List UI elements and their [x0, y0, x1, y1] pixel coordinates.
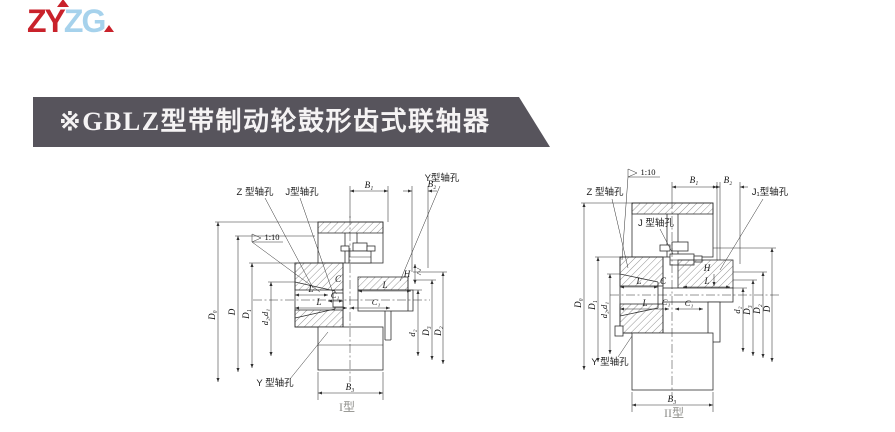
- dim-label-c1-left: C₁: [331, 290, 340, 300]
- z-bore-label: Z 型轴孔: [237, 186, 274, 198]
- taper-flag: 1:10: [621, 167, 660, 261]
- dim-label-h: H: [703, 263, 711, 273]
- z-bore-label: Z 型轴孔: [587, 186, 624, 198]
- company-logo: ZYZG: [27, 0, 114, 39]
- dim-label-c1-b: C₁: [685, 298, 694, 308]
- logo-caret-icon: [57, 0, 69, 7]
- diagram-caption-type1: I型: [339, 400, 355, 414]
- coupling-diagram-type-2: 1:10 Z 型轴孔 J 型轴孔 J₁型轴孔 Y 型轴孔 B₁ B₂ B₃ D₀…: [573, 167, 789, 420]
- bolt-assembly: [340, 242, 376, 264]
- dim-label-c1-bottom: C₁: [372, 297, 381, 307]
- taper-ratio-label: 1:10: [264, 232, 279, 242]
- leader-lines: [264, 185, 441, 380]
- dim-label-d1: D₁: [241, 309, 251, 320]
- logo-text-blue: ZG: [63, 3, 106, 39]
- dimension-lines: [215, 186, 447, 400]
- taper-flag: 1:10: [251, 232, 321, 293]
- dim-label-d2-outer: D₂: [752, 304, 762, 315]
- dim-label-d: D: [227, 308, 237, 316]
- dim-label-d0: D₀: [207, 310, 217, 321]
- dim-label-l-bottom: L: [315, 297, 321, 307]
- taper-ratio-label: 1:10: [640, 167, 655, 177]
- dim-label-b3: B₃: [668, 394, 677, 404]
- dim-label-l-mid: L: [703, 276, 709, 286]
- section-title-banner: ※GBLZ型带制动轮鼓形齿式联轴器: [33, 97, 550, 147]
- dim-label-d3: D₃: [742, 305, 752, 316]
- dim-label-l-left: L: [307, 284, 313, 294]
- y-bore-bottom-label: Y 型轴孔: [591, 356, 629, 368]
- dim-label-d2d1: d₂,d₁: [599, 302, 609, 319]
- bottom-hub-barrel: [631, 332, 714, 391]
- dim-label-c: C: [335, 274, 342, 284]
- j-bore-label: J 型轴孔: [638, 217, 674, 229]
- logo-text-red: ZY: [27, 3, 66, 39]
- dim-label-d0: D₀: [573, 298, 583, 309]
- dimension-lines: [581, 182, 776, 412]
- dim-label-c1-a: C₁: [662, 297, 671, 307]
- dim-label-d3: D₃: [421, 326, 431, 337]
- logo-triangle-icon: [104, 25, 114, 32]
- j1-bore-label: J₁型轴孔: [752, 186, 789, 198]
- dim-label-d2-right: d₂: [407, 329, 417, 336]
- left-hub-section: [614, 256, 664, 337]
- diagram-caption-type2: II型: [664, 406, 684, 420]
- y-bore-bottom-label: Y 型轴孔: [256, 377, 294, 389]
- dim-label-d2-right: d₂: [732, 306, 742, 313]
- dim-label-b3: B₃: [346, 382, 355, 392]
- y-bore-top-label: Y型轴孔: [425, 172, 460, 184]
- dim-label-l-left: L: [635, 276, 641, 286]
- dim-label-d: D: [762, 305, 772, 313]
- leader-lines: [611, 198, 764, 358]
- dim-label-b1: B₁: [690, 175, 699, 185]
- dim-label-c: C: [660, 276, 667, 286]
- j-bore-label: J型轴孔: [285, 186, 319, 198]
- dim-label-h: H: [403, 269, 411, 279]
- dim-label-b2: B₂: [428, 179, 437, 189]
- coupling-diagram-type-1: 1:10 Z 型轴孔 J型轴孔 Y型轴孔 Y 型轴孔 B₁ B₂ B₃ D₀ D…: [207, 172, 460, 414]
- dim-label-d2-outer: D₂: [433, 326, 443, 337]
- bottom-hub-barrel: [317, 326, 384, 371]
- dim-label-l-right: L: [381, 280, 387, 290]
- dim-label-d1: D₁: [587, 300, 597, 311]
- dim-label-b2: B₂: [724, 175, 733, 185]
- dim-label-b1: B₁: [365, 180, 374, 190]
- dim-label-d2d1: d₂,d₁: [260, 309, 270, 326]
- section-title: ※GBLZ型带制动轮鼓形齿式联轴器: [59, 107, 491, 136]
- dim-label-l-bottom: L: [641, 298, 647, 308]
- right-sleeve-section: [662, 259, 734, 343]
